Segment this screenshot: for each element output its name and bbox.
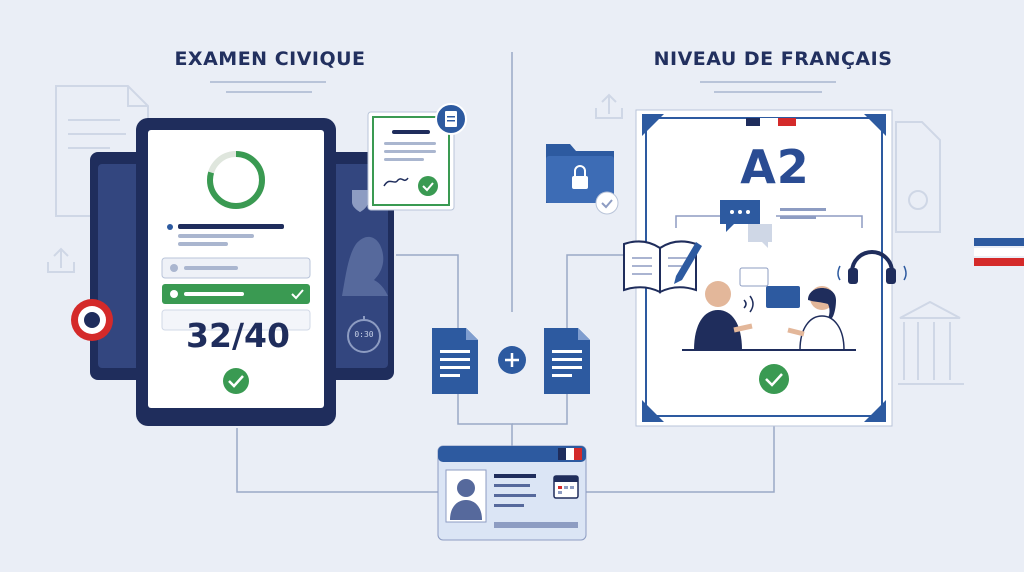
text-line: [780, 216, 816, 219]
heading-underlines: [210, 81, 836, 93]
answer-option-text: [184, 266, 238, 270]
stopwatch-icon: [347, 316, 381, 353]
rosette-icon: [71, 299, 113, 341]
locked-folder-icon: [546, 144, 619, 215]
connector-lines: [236, 52, 775, 493]
id-text-line: [494, 494, 536, 497]
check-circle-icon: [223, 368, 249, 394]
check-icon: [291, 289, 304, 300]
bg-seal: [908, 190, 928, 210]
corner-ornament: [642, 114, 664, 136]
french-level-heading: NIVEAU DE FRANÇAIS: [653, 48, 893, 70]
user-icon: [170, 290, 178, 298]
person-body: [694, 310, 742, 350]
id-card-header: [438, 446, 586, 462]
shield-icon: [352, 190, 368, 212]
corner-ornament: [864, 400, 886, 422]
text-line: [780, 208, 826, 211]
id-text-line: [494, 484, 530, 487]
sound-waves: [743, 295, 754, 313]
background-decor: [47, 85, 964, 385]
certificate-icon: [367, 103, 467, 211]
id-text-line: [494, 504, 524, 507]
civic-exam-heading: EXAMEN CIVIQUE: [174, 48, 366, 70]
marianne-silhouette: [342, 236, 388, 296]
text-line: [178, 242, 228, 246]
bullet-dot: [167, 224, 173, 230]
chat-bubble: [739, 267, 769, 287]
bg-building-icon: [898, 300, 964, 385]
avatar-head: [457, 479, 475, 497]
person-head: [705, 281, 731, 307]
avatar-body: [450, 500, 482, 520]
document-icon: [432, 328, 478, 394]
conversation-scene: [682, 267, 856, 351]
flag-stripe: [558, 448, 566, 460]
calendar-icon: [553, 475, 579, 499]
person-arm: [733, 323, 753, 333]
id-card-icon: [437, 445, 587, 541]
connector-left-bottom: [236, 428, 440, 493]
language-level: A2: [740, 140, 810, 194]
text-line: [178, 224, 284, 229]
id-barcode: [494, 522, 578, 528]
progress-ring-icon: [207, 151, 265, 209]
id-text-line: [494, 474, 536, 478]
bg-document-right: [895, 121, 941, 233]
connector-left-doc: [396, 254, 513, 448]
check-circle-icon: [759, 364, 789, 394]
flag-stripe: [566, 448, 574, 460]
headphones-icon: [837, 250, 907, 284]
answer-option-text: [184, 292, 244, 296]
connector-right-bottom: [586, 426, 775, 493]
open-book-icon: [623, 240, 702, 294]
corner-ornament: [642, 400, 664, 422]
document-icon: [544, 328, 590, 394]
plus-icon: [498, 346, 526, 374]
text-line: [178, 234, 254, 238]
french-flag-icon: [746, 118, 796, 126]
person-arm: [787, 327, 805, 337]
exam-score: 32/40: [186, 316, 290, 355]
answer-option[interactable]: [161, 309, 311, 331]
user-icon: [170, 264, 178, 272]
chat-bubble: [766, 286, 800, 308]
person-hair: [808, 288, 836, 318]
corner-ornament: [864, 114, 886, 136]
stopwatch-readout: 0:30: [354, 330, 374, 339]
bg-upload-icon: [47, 247, 75, 273]
flag-stripe: [574, 448, 582, 460]
civic-exam-tablets: [90, 118, 394, 426]
bg-upload-icon: [595, 93, 623, 119]
flag-ribbon: [974, 238, 1024, 266]
speech-bubbles-icon: [720, 200, 772, 248]
